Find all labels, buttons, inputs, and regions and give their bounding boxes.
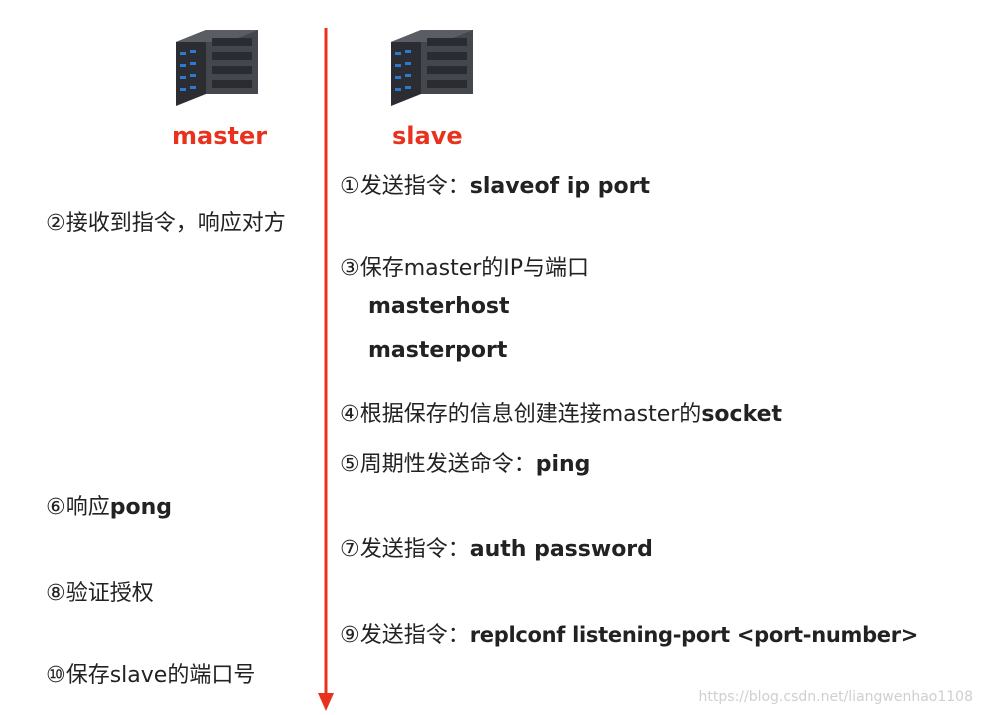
step-5-text: ⑤周期性发送命令： xyxy=(340,452,536,477)
step-1: ①发送指令：slaveof ip port xyxy=(340,168,650,200)
step-4-text: ④根据保存的信息创建连接master的 xyxy=(340,402,702,427)
master-label: master xyxy=(172,122,268,150)
step-9-text: ⑨发送指令： xyxy=(340,623,470,648)
step-2: ②接收到指令，响应对方 xyxy=(46,205,286,237)
step-9: ⑨发送指令：replconf listening-port <port-numb… xyxy=(340,617,918,649)
step-3-text: ③保存master的IP与端口 xyxy=(340,256,590,281)
slave-label: slave xyxy=(392,122,463,150)
step-3-masterport: masterport xyxy=(368,338,508,363)
step-3: ③保存master的IP与端口 xyxy=(340,250,589,282)
step-1-text: ①发送指令： xyxy=(340,174,470,199)
server-rack-icon xyxy=(391,30,473,106)
watermark: https://blog.csdn.net/liangwenhao1108 xyxy=(698,689,973,705)
step-4: ④根据保存的信息创建连接master的socket xyxy=(340,396,782,428)
step-3-masterhost: masterhost xyxy=(368,294,510,319)
step-8: ⑧验证授权 xyxy=(46,575,154,607)
step-2-text: ②接收到指令，响应对方 xyxy=(46,211,286,236)
server-rack-icon xyxy=(176,30,258,106)
step-4-socket: socket xyxy=(701,402,783,427)
step-7-text: ⑦发送指令： xyxy=(340,537,470,562)
step-6-pong: pong xyxy=(109,495,173,520)
step-5-command: ping xyxy=(535,452,591,477)
step-7-command: auth password xyxy=(469,537,653,562)
step-10-text: ⑩保存slave的端口号 xyxy=(46,663,256,688)
step-10: ⑩保存slave的端口号 xyxy=(46,657,255,689)
step-9-command: replconf listening-port <port-number> xyxy=(469,623,919,647)
step-8-text: ⑧验证授权 xyxy=(46,581,154,606)
step-6: ⑥响应pong xyxy=(46,489,172,521)
timeline-arrowhead xyxy=(318,693,334,711)
step-1-command: slaveof ip port xyxy=(469,174,650,199)
step-7: ⑦发送指令：auth password xyxy=(340,531,653,563)
step-6-text: ⑥响应 xyxy=(46,495,110,520)
step-5: ⑤周期性发送命令：ping xyxy=(340,446,590,478)
